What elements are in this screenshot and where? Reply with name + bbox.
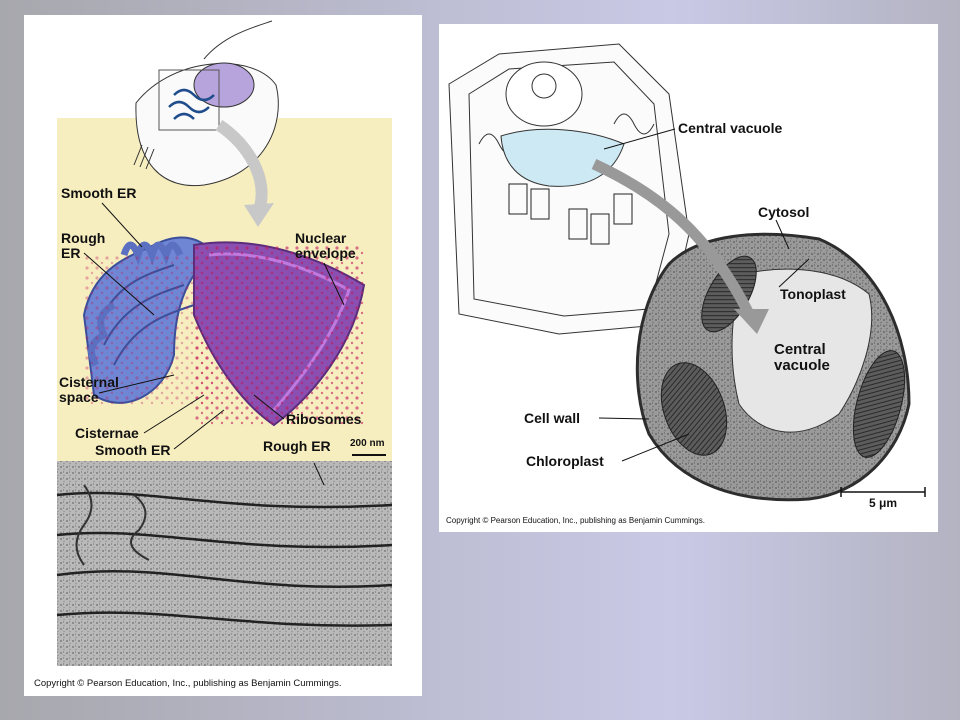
label-smooth-er-bottom: Smooth ER [95,442,171,458]
copyright-left: Copyright © Pearson Education, Inc., pub… [34,678,342,689]
label-central-vacuole-micrograph: Central vacuole [774,341,830,374]
label-tonoplast: Tonoplast [780,286,846,302]
copyright-right: Copyright © Pearson Education, Inc., pub… [446,516,705,525]
leader-lines-right [598,128,810,462]
vacuole-illustration [448,43,926,502]
label-smooth-er-top: Smooth ER [61,185,137,201]
leader-lines [83,202,345,450]
label-cisternae: Cisternae [75,425,139,441]
label-cell-wall: Cell wall [524,410,581,426]
label-ribosomes: Ribosomes [286,411,362,427]
label-cytosol: Cytosol [758,204,810,220]
nuclear-envelope-shape [193,241,366,427]
label-cisternal-space: Cisternal space [59,374,119,405]
label-rough-er: Rough ER [61,230,106,261]
scale-bar-5um [840,487,926,497]
er-membranes [82,236,216,405]
zoom-arrow-right [591,159,754,317]
zoom-arrow-right-head [734,309,769,334]
zoom-arrow-head [244,203,274,227]
label-scale-200nm: 200 nm [350,438,385,449]
er-illustration [56,20,393,666]
zoom-arrow [215,120,268,212]
label-scale-5um: 5 μm [869,496,898,510]
label-central-vacuole-top: Central vacuole [678,120,783,136]
label-nuclear-envelope: Nuclear envelope [295,230,356,261]
plant-cell-sketch [448,43,690,335]
er-micrograph [56,461,393,666]
label-rough-er-bottom: Rough ER [263,438,331,454]
vacuole-figure-panel: Central vacuole Cytosol Tonoplast Centra… [439,24,938,532]
label-chloroplast: Chloroplast [526,453,604,469]
er-figure-panel: Smooth ER Rough ER Nuclear envelope Cist… [24,15,422,696]
label-rough-er-text: Rough ER [61,230,106,261]
